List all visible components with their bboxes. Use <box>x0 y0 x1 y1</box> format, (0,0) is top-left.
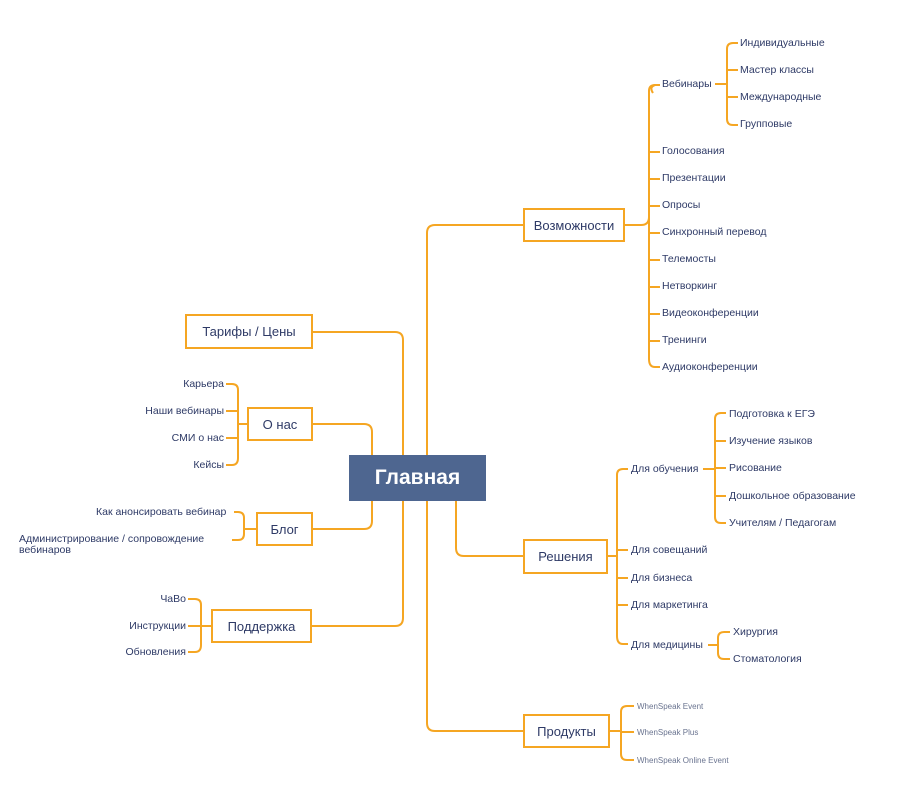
bracket-webinars <box>715 42 738 126</box>
leaf-webinar-2[interactable]: Мастер классы <box>740 64 814 76</box>
bracket-vozmozhnosti-top <box>640 84 656 226</box>
branch-tarify[interactable]: Тарифы / Цены <box>185 314 313 349</box>
node-webinars[interactable]: Вебинары <box>662 78 712 90</box>
leaf-webinar-3[interactable]: Международные <box>740 91 822 103</box>
bracket-onas <box>226 383 247 466</box>
branch-resheniya[interactable]: Решения <box>523 539 608 574</box>
bracket-resheniya <box>607 468 628 645</box>
connector-root-blog <box>313 500 373 530</box>
leaf-obuch-1[interactable]: Подготовка к ЕГЭ <box>729 408 815 420</box>
bracket-vozmozhnosti <box>624 84 660 368</box>
branch-podderzhka[interactable]: Поддержка <box>211 609 312 643</box>
leaf-blog-2[interactable]: Администрирование / сопровождение вебина… <box>19 533 205 556</box>
leaf-webinar-4[interactable]: Групповые <box>740 118 793 130</box>
leaf-obuch-5[interactable]: Учителям / Педагогам <box>729 517 837 529</box>
leaf-onas-1[interactable]: Карьера <box>183 378 224 390</box>
bracket-podderzhka <box>188 598 211 653</box>
leaf-prod-2[interactable]: WhenSpeak Plus <box>637 728 699 737</box>
connector-root-resheniya <box>455 500 524 557</box>
leaf-vozm-3[interactable]: Опросы <box>662 199 701 211</box>
leaf-prod-3[interactable]: WhenSpeak Online Event <box>637 756 729 765</box>
leaf-resh-3[interactable]: Для маркетинга <box>631 599 708 611</box>
leaf-med-2[interactable]: Стоматология <box>733 653 802 665</box>
leaf-prod-1[interactable]: WhenSpeak Event <box>637 702 704 711</box>
leaf-onas-2[interactable]: Наши вебинары <box>145 405 224 417</box>
branch-onas[interactable]: О нас <box>247 407 313 441</box>
connector-root-onas <box>312 423 373 455</box>
branch-blog[interactable]: Блог <box>256 512 313 546</box>
leaf-vozm-4[interactable]: Синхронный перевод <box>662 226 767 238</box>
leaf-onas-3[interactable]: СМИ о нас <box>171 432 224 444</box>
leaf-podd-1[interactable]: ЧаВо <box>160 593 186 605</box>
leaf-vozm-5[interactable]: Телемосты <box>662 253 716 265</box>
node-obuchenie[interactable]: Для обучения <box>631 463 699 475</box>
leaf-obuch-4[interactable]: Дошкольное образование <box>729 490 856 502</box>
leaf-obuch-3[interactable]: Рисование <box>729 462 782 474</box>
root-node[interactable]: Главная <box>349 455 486 501</box>
connector-root-produkty <box>426 500 524 732</box>
leaf-vozm-1[interactable]: Голосования <box>662 145 725 157</box>
leaf-onas-4[interactable]: Кейсы <box>193 459 224 471</box>
node-medicina[interactable]: Для медицины <box>631 639 703 651</box>
leaf-blog-1[interactable]: Как анонсировать вебинар <box>96 506 227 518</box>
branch-produkty[interactable]: Продукты <box>523 714 610 748</box>
leaf-vozm-2[interactable]: Презентации <box>662 172 726 184</box>
bracket-obuchenie <box>703 412 726 524</box>
leaf-vozm-8[interactable]: Тренинги <box>662 334 707 346</box>
connector-root-tarify <box>313 331 404 455</box>
leaf-resh-1[interactable]: Для совещаний <box>631 544 708 556</box>
leaf-obuch-2[interactable]: Изучение языков <box>729 435 813 447</box>
leaf-resh-2[interactable]: Для бизнеса <box>631 572 693 584</box>
leaf-vozm-7[interactable]: Видеоконференции <box>662 307 759 319</box>
bracket-blog <box>232 511 256 541</box>
leaf-med-1[interactable]: Хирургия <box>733 626 778 638</box>
leaf-vozm-6[interactable]: Нетворкинг <box>662 280 718 292</box>
leaf-podd-2[interactable]: Инструкции <box>129 620 186 632</box>
connector-root-podderzhka <box>312 500 404 627</box>
leaf-podd-3[interactable]: Обновления <box>125 646 186 658</box>
leaf-vozm-9[interactable]: Аудиоконференции <box>662 361 758 373</box>
bracket-medicina <box>708 631 730 660</box>
branch-vozmozhnosti[interactable]: Возможности <box>523 208 625 242</box>
connector-root-vozmozhnosti <box>426 224 524 455</box>
bracket-produkty <box>609 705 634 761</box>
leaf-webinar-1[interactable]: Индивидуальные <box>740 37 825 49</box>
